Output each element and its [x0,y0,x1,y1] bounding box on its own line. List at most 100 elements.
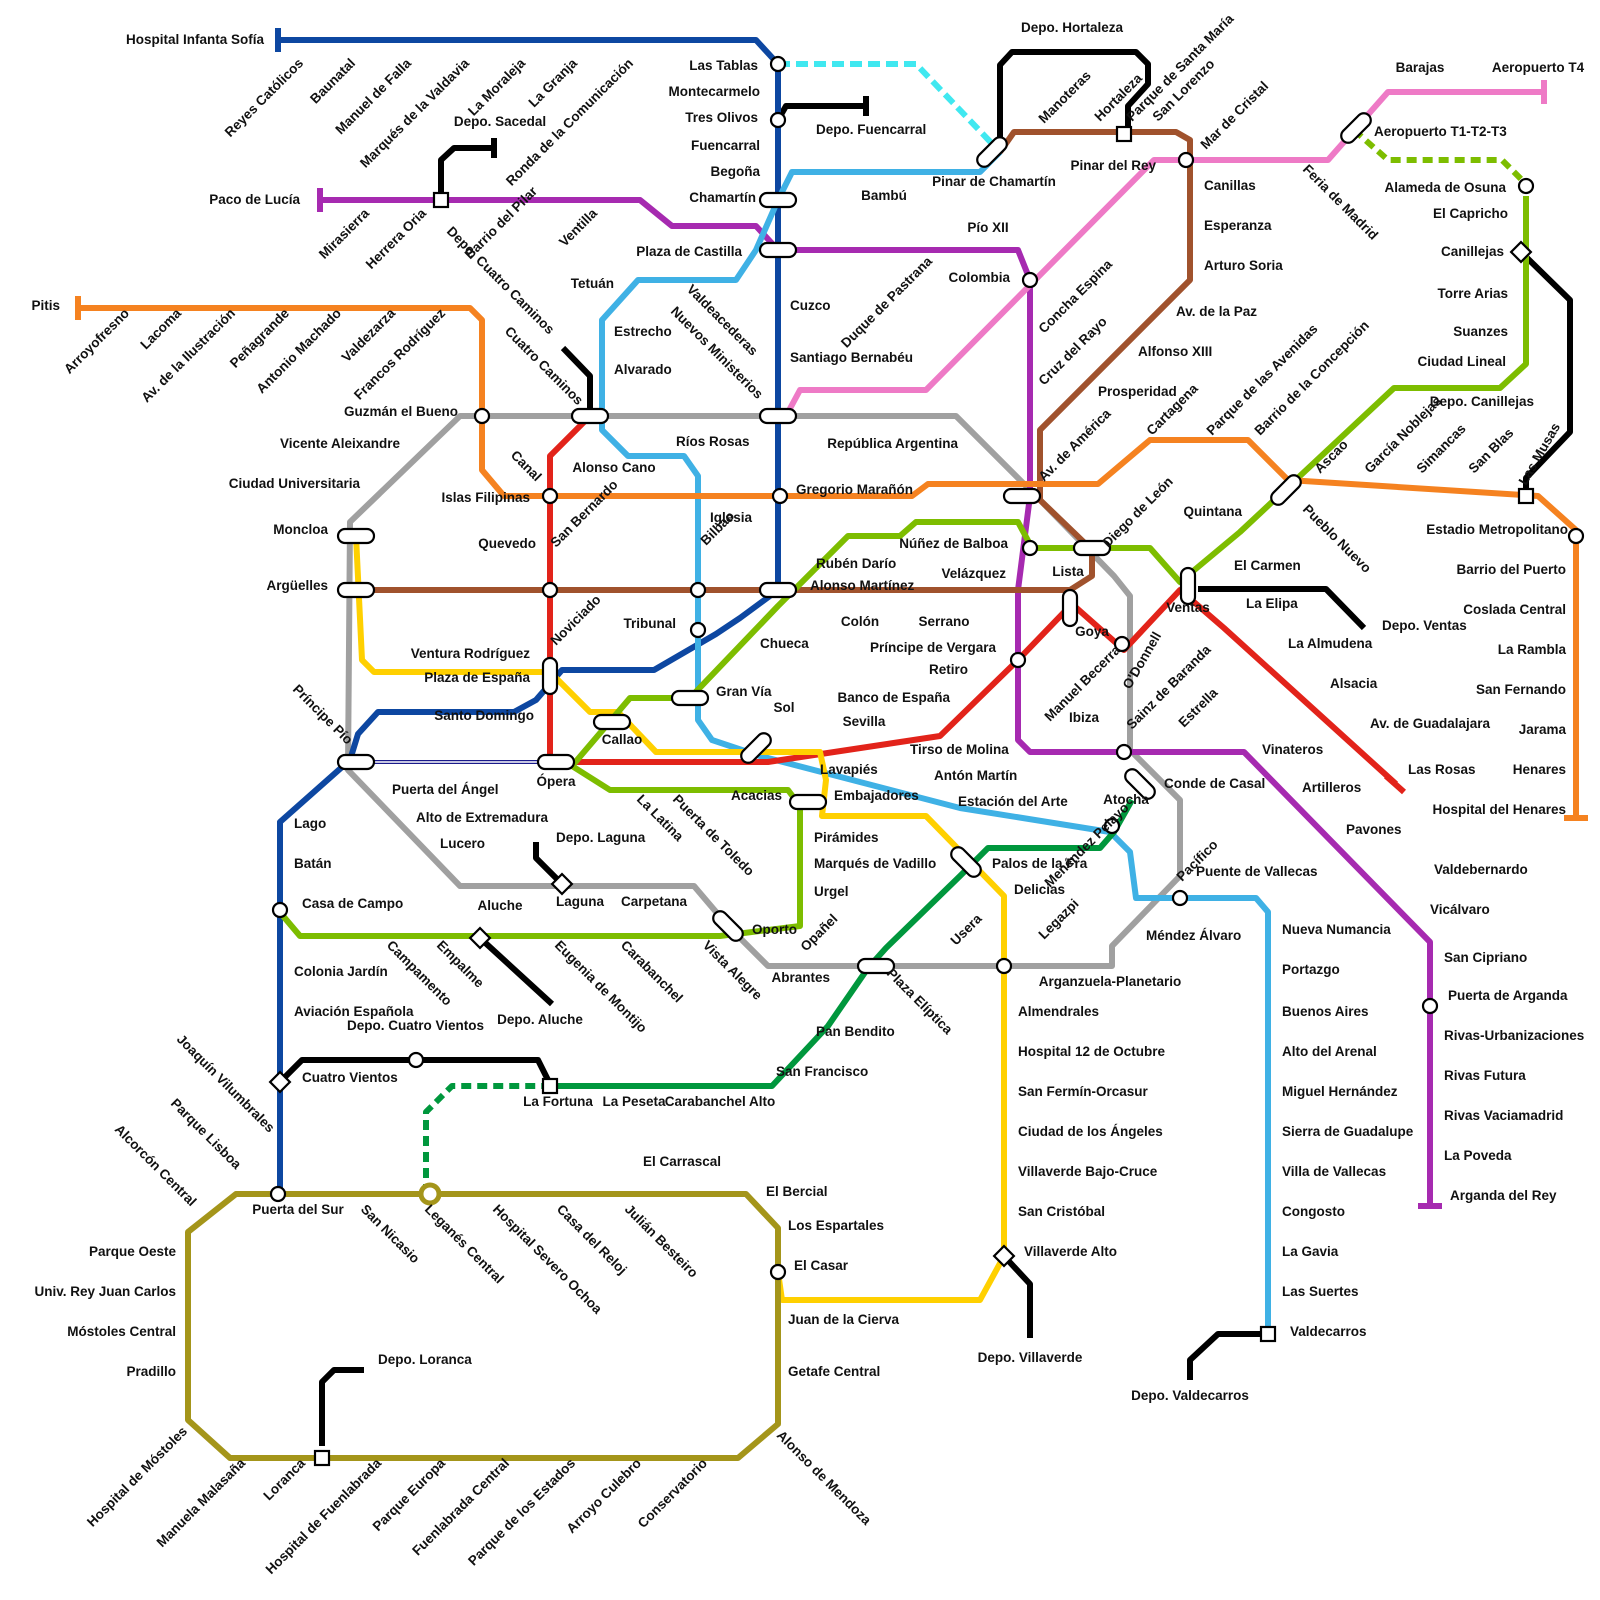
station-label: Quevedo [478,536,536,551]
station-label: Depo. Laguna [556,830,646,845]
interchange-marker[interactable] [338,755,374,769]
station-marker[interactable] [997,959,1011,973]
station-label: Depo. Canillejas [1430,394,1534,409]
interchange-marker[interactable] [760,583,796,597]
station-label: Depo. Cuatro Vientos [347,1018,484,1033]
station-label: El Bercial [766,1184,828,1199]
station-label: Arroyofresno [61,306,132,377]
interchange-marker[interactable] [948,844,983,879]
station-label: Pavones [1346,822,1402,837]
station-marker[interactable] [691,623,705,637]
station-marker[interactable] [409,1053,423,1067]
station-label: Barrio del Puerto [1456,562,1566,577]
depot-station-marker[interactable] [543,1079,557,1093]
station-label: Urgel [814,884,849,899]
station-marker[interactable] [475,409,489,423]
station-marker[interactable] [543,489,557,503]
depot-station-marker[interactable] [1519,489,1533,503]
station-label: Ciudad Universitaria [229,476,361,491]
station-marker[interactable] [1023,541,1037,555]
station-marker[interactable] [771,1265,785,1279]
station-label: La Fortuna [523,1094,593,1109]
interchange-marker[interactable] [538,755,574,769]
station-label: San Nicasio [358,1202,423,1267]
station-label: Alonso de Mendoza [774,1428,875,1529]
station-label: Montecarmelo [668,84,760,99]
station-label: Jarama [1519,722,1567,737]
station-label: Sevilla [843,714,886,729]
station-label: Depo. Cuatro Caminos [444,224,558,338]
interchange-marker[interactable] [338,529,374,543]
station-label: Vinateros [1262,742,1323,757]
station-marker[interactable] [1569,529,1583,543]
station-marker[interactable] [1023,273,1037,287]
line-12 [188,1194,778,1458]
station-marker[interactable] [771,57,785,71]
station-label: Antón Martín [934,768,1017,783]
depot-station-marker[interactable] [1117,127,1131,141]
interchange-marker[interactable] [594,715,630,729]
station-label: Estrella [1176,685,1221,730]
station-label: Depo. Hortaleza [1021,20,1124,35]
station-label: La Moraleja [465,55,528,118]
station-marker[interactable] [1117,745,1131,759]
depot-station-marker[interactable] [434,193,448,207]
station-label: Atocha [1103,792,1149,807]
interchange-marker[interactable] [1181,568,1195,604]
station-marker[interactable] [773,489,787,503]
station-label: Alameda de Osuna [1384,180,1506,195]
interchange-marker[interactable] [672,691,708,705]
station-marker[interactable] [1173,891,1187,905]
station-label: Lavapiés [820,762,878,777]
station-marker[interactable] [1519,179,1533,193]
depot-station-marker[interactable] [315,1451,329,1465]
station-label: Barajas [1396,60,1445,75]
station-label: Begoña [710,164,760,179]
station-label: Coslada Central [1463,602,1566,617]
interchange-marker[interactable] [760,193,796,207]
station-label: Manoteras [1036,68,1094,126]
station-label: Hospital del Henares [1432,802,1566,817]
station-label: La Poveda [1444,1148,1512,1163]
station-marker[interactable] [771,113,785,127]
station-marker[interactable] [1423,999,1437,1013]
station-label: Hospital 12 de Octubre [1018,1044,1166,1059]
spur-villaverde [1004,1256,1030,1338]
interchange-marker[interactable] [338,583,374,597]
interchange-marker[interactable] [760,409,796,423]
station-marker[interactable] [273,903,287,917]
station-label: La Elipa [1246,596,1298,611]
interchange-marker[interactable] [1063,590,1077,626]
interchange-marker[interactable] [1004,489,1040,503]
station-marker[interactable] [543,583,557,597]
station-marker[interactable] [1011,653,1025,667]
station-label: Pradillo [126,1364,176,1379]
station-label: Buenos Aires [1282,1004,1369,1019]
leganes-central-marker[interactable] [421,1185,439,1203]
station-label: El Capricho [1433,206,1508,221]
station-label: Móstoles Central [67,1324,176,1339]
station-label: El Casar [794,1258,849,1273]
interchange-marker[interactable] [790,795,826,809]
station-label: Suanzes [1453,324,1508,339]
station-label: Gregorio Marañón [796,482,913,497]
station-label: Alvarado [614,362,672,377]
interchange-marker[interactable] [572,409,608,423]
station-marker[interactable] [1179,153,1193,167]
depot-station-marker[interactable] [1261,1327,1275,1341]
station-label: Portazgo [1282,962,1340,977]
station-label: Aeropuerto T4 [1492,60,1585,75]
interchange-marker[interactable] [760,243,796,257]
station-label: Aeropuerto T1-T2-T3 [1374,124,1507,139]
station-label: Alto de Extremadura [416,810,549,825]
interchange-marker[interactable] [543,658,557,694]
station-label: Puerta del Ángel [392,782,499,797]
station-marker[interactable] [271,1187,285,1201]
station-label: Ibiza [1069,710,1099,725]
station-label: Colón [841,614,879,629]
station-marker[interactable] [691,583,705,597]
spur-aluche [480,938,552,1004]
station-label: Baunatal [307,56,358,107]
station-label: Argüelles [266,578,328,593]
